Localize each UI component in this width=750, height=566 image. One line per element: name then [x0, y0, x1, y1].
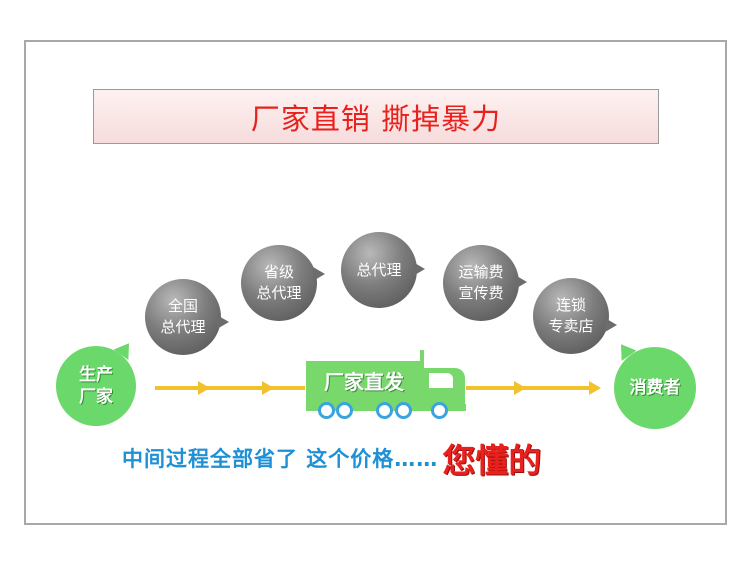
caption-main: 中间过程全部省了 这个价格……	[122, 447, 439, 471]
truck-pole	[420, 350, 424, 408]
arrow-line-right	[466, 386, 598, 390]
bubble-chain-store: 连锁 专卖店	[533, 278, 617, 354]
node-consumer: 消费者	[613, 339, 696, 429]
truck-wheel	[376, 402, 393, 419]
arrow-head	[514, 381, 526, 395]
bubble-tail	[515, 275, 527, 289]
bubble-label: 运输费 宣传费	[458, 263, 504, 302]
bubble-tail	[313, 267, 325, 281]
bubble-label: 省级 总代理	[256, 263, 302, 302]
arrow-head	[262, 381, 274, 395]
bubble-general-agent: 总代理	[341, 232, 425, 308]
bubble-shipping-fees: 运输费 宣传费	[443, 245, 527, 321]
bubble-tail	[217, 315, 229, 329]
page-title: 厂家直销 撕掉暴力	[250, 101, 502, 136]
truck-icon	[306, 361, 422, 407]
truck-window	[429, 373, 453, 388]
truck-wheel	[395, 402, 412, 419]
bubble-tail	[413, 262, 425, 276]
bubble-provincial-agent: 省级 总代理	[241, 245, 325, 321]
arrow-head	[589, 381, 601, 395]
caption-emphasis: 您懂的	[442, 441, 542, 480]
truck-label: 厂家直发	[324, 370, 404, 394]
node-label: 生产 厂家	[79, 365, 113, 407]
arrow-line-left	[155, 386, 305, 390]
bubble-label: 总代理	[356, 260, 402, 279]
caption: 中间过程全部省了 这个价格…… 您懂的	[122, 438, 541, 480]
bubble-tail	[605, 318, 617, 332]
bubble-label: 连锁 专卖店	[548, 296, 594, 335]
node-label: 消费者	[629, 378, 681, 398]
bubble-label: 全国 总代理	[160, 297, 206, 336]
truck-wheel	[431, 402, 448, 419]
truck-wheel	[318, 402, 335, 419]
bubble-national-agent: 全国 总代理	[145, 279, 229, 355]
title-banner: 厂家直销 撕掉暴力	[93, 89, 659, 144]
arrow-head	[198, 381, 210, 395]
truck-wheel	[336, 402, 353, 419]
node-manufacturer: 生产 厂家	[56, 338, 137, 426]
